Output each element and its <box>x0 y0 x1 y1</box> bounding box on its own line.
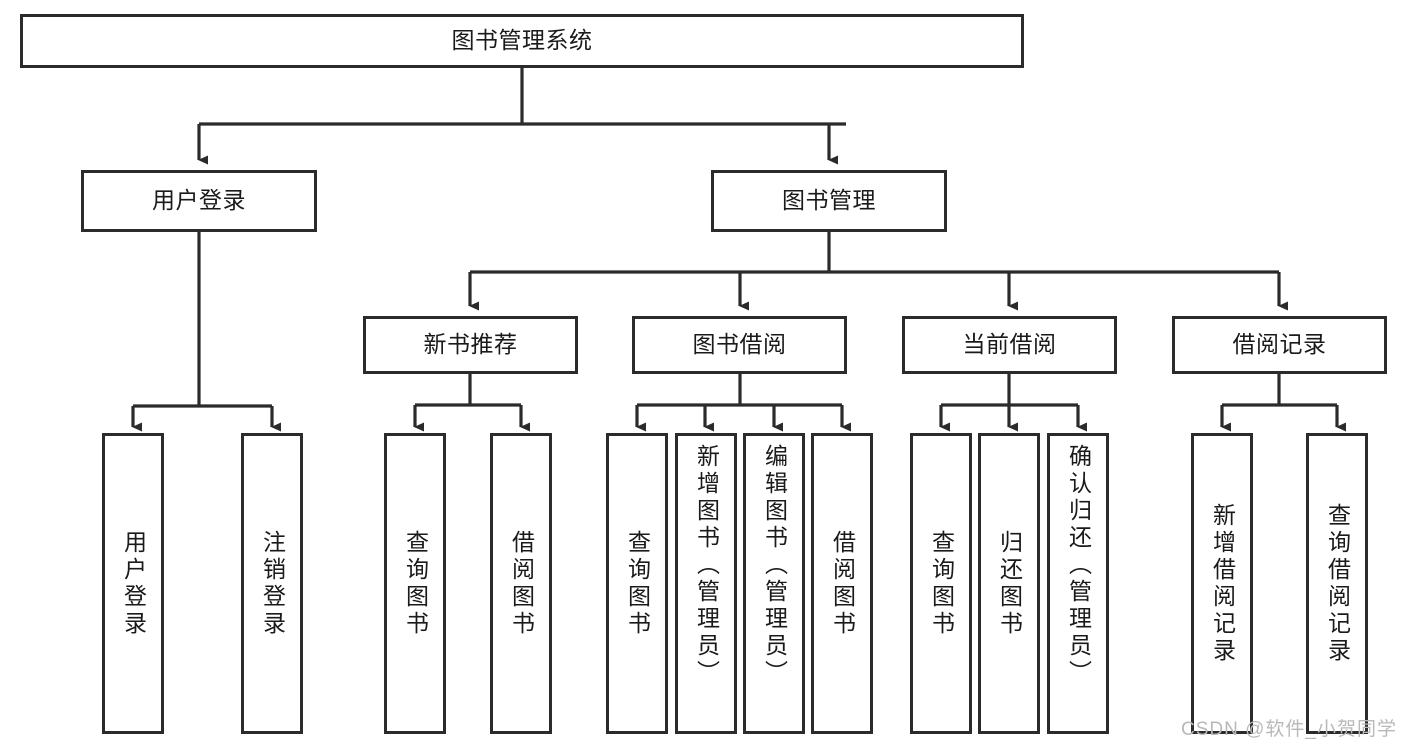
node-current-borrow[interactable]: 当前借阅 <box>902 316 1117 374</box>
node-book-borrow[interactable]: 图书借阅 <box>632 316 847 374</box>
node-label: 用户登录 <box>152 187 246 214</box>
node-label: 新增图书（管理员） <box>693 444 720 687</box>
node-leaf-borrow-book[interactable]: 借阅图书 <box>811 433 873 734</box>
node-leaf-query-book-newbook[interactable]: 查询图书 <box>384 433 446 734</box>
node-label: 注销登录 <box>259 529 286 638</box>
node-label: 查询借阅记录 <box>1324 502 1351 665</box>
node-label: 用户登录 <box>120 529 147 638</box>
node-label: 编辑图书（管理员） <box>761 444 788 687</box>
node-label: 新增借阅记录 <box>1209 502 1236 665</box>
node-label: 借阅记录 <box>1232 331 1327 358</box>
node-root-book-management-system[interactable]: 图书管理系统 <box>20 14 1024 68</box>
node-label: 图书借阅 <box>692 331 787 358</box>
node-leaf-return-book[interactable]: 归还图书 <box>978 433 1040 734</box>
node-leaf-add-book-admin[interactable]: 新增图书（管理员） <box>675 433 737 734</box>
node-label: 借阅图书 <box>508 529 535 638</box>
node-leaf-edit-book-admin[interactable]: 编辑图书（管理员） <box>743 433 805 734</box>
node-user-login[interactable]: 用户登录 <box>81 170 317 232</box>
node-new-book-recommend[interactable]: 新书推荐 <box>363 316 578 374</box>
node-label: 新书推荐 <box>423 331 518 358</box>
node-leaf-query-book-borrow[interactable]: 查询图书 <box>606 433 668 734</box>
node-leaf-logout[interactable]: 注销登录 <box>241 433 303 734</box>
node-label: 归还图书 <box>996 529 1023 638</box>
node-leaf-query-book-current[interactable]: 查询图书 <box>910 433 972 734</box>
watermark-credit: CSDN @软件_小贺同学 <box>1181 719 1397 740</box>
node-label: 查询图书 <box>928 529 955 638</box>
node-label: 图书管理 <box>782 187 876 214</box>
node-leaf-confirm-return-admin[interactable]: 确认归还（管理员） <box>1047 433 1109 734</box>
node-leaf-add-borrow-record[interactable]: 新增借阅记录 <box>1191 433 1253 734</box>
node-label: 借阅图书 <box>829 529 856 638</box>
node-label: 图书管理系统 <box>451 27 593 54</box>
node-leaf-query-borrow-record[interactable]: 查询借阅记录 <box>1306 433 1368 734</box>
node-label: 当前借阅 <box>962 331 1057 358</box>
node-label: 确认归还（管理员） <box>1065 444 1092 687</box>
node-borrow-record[interactable]: 借阅记录 <box>1172 316 1387 374</box>
node-leaf-user-login[interactable]: 用户登录 <box>102 433 164 734</box>
node-label: 查询图书 <box>624 529 651 638</box>
node-book-management[interactable]: 图书管理 <box>711 170 947 232</box>
node-leaf-borrow-book-newbook[interactable]: 借阅图书 <box>490 433 552 734</box>
node-label: 查询图书 <box>402 529 429 638</box>
